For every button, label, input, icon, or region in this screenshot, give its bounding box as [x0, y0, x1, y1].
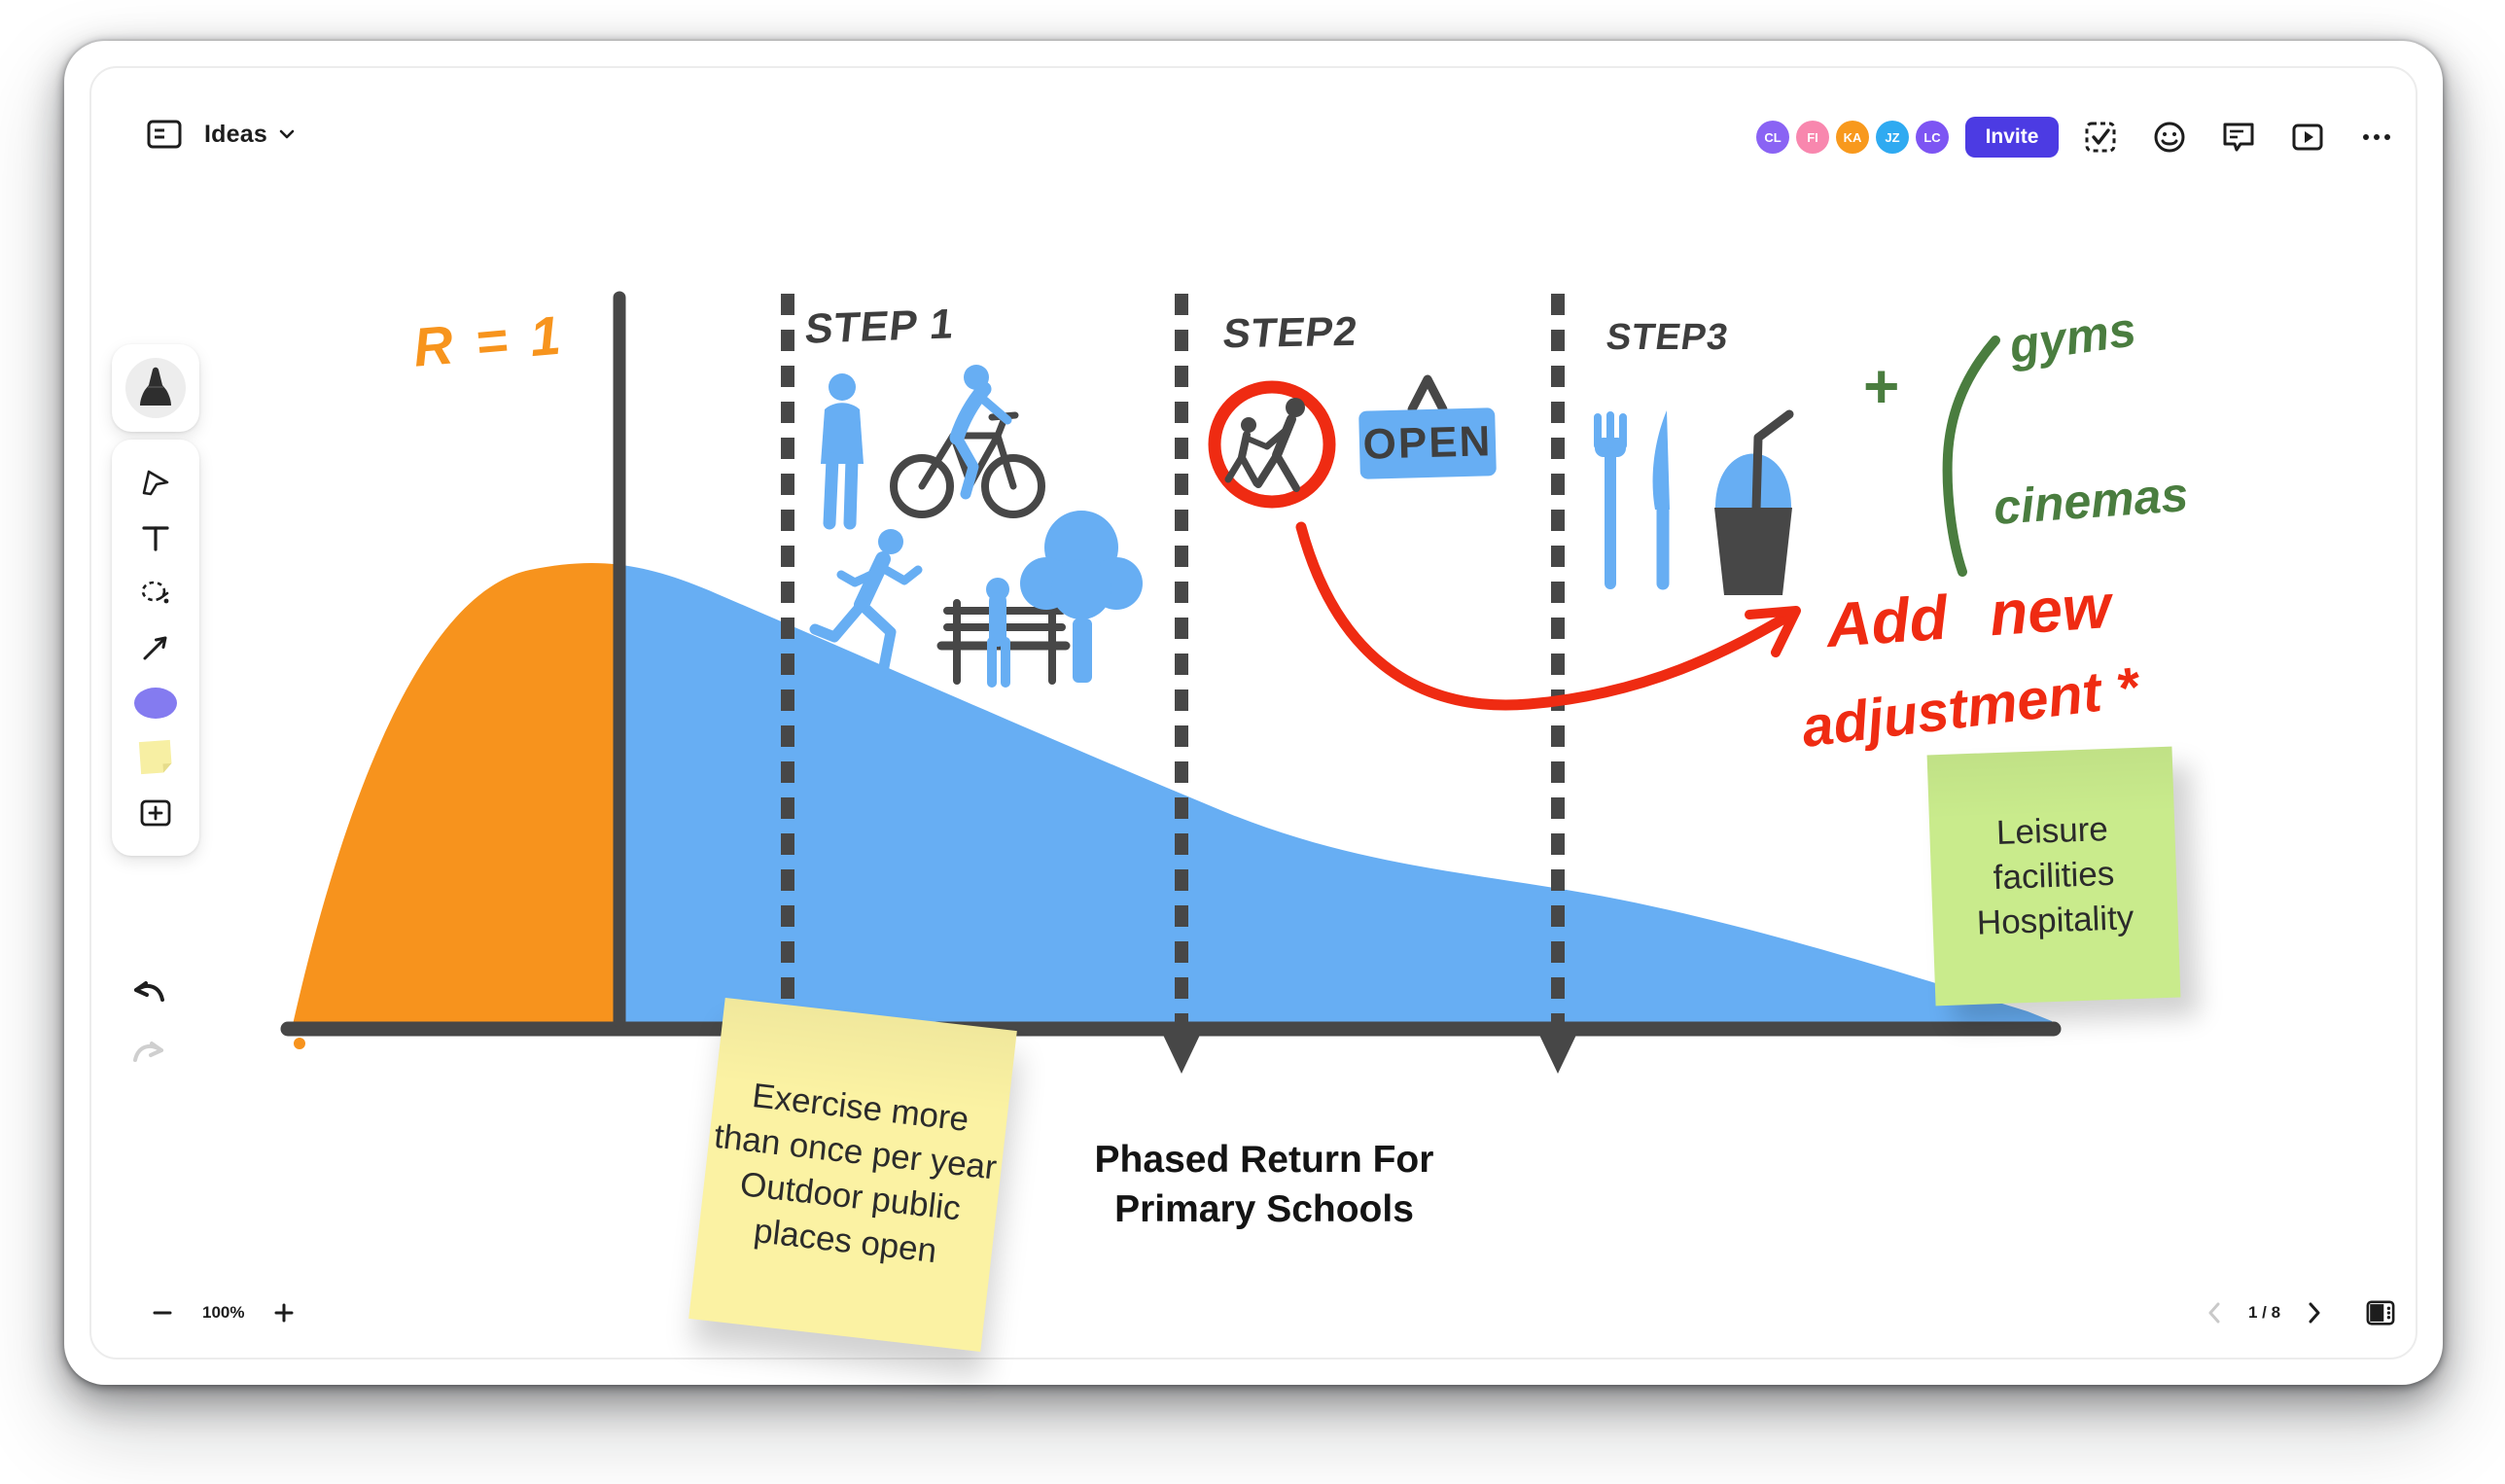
ellipsis-icon	[2363, 134, 2390, 140]
marker-tool-background	[125, 358, 186, 418]
runner-icon[interactable]	[809, 529, 923, 678]
checklist-icon	[2085, 122, 2116, 153]
open-sign[interactable]: OPEN	[1358, 407, 1497, 479]
person-standing-icon[interactable]	[821, 373, 864, 530]
avatar[interactable]: JZ	[1876, 121, 1909, 154]
sidebar-panel-icon	[2366, 1300, 2395, 1325]
active-tool-marker[interactable]	[112, 344, 199, 432]
avatar[interactable]: FI	[1796, 121, 1829, 154]
smiley-icon	[2154, 122, 2185, 153]
bench-person-icon[interactable]	[936, 578, 1071, 688]
redo-icon	[133, 1042, 163, 1062]
toggle-sidebar-button[interactable]	[2366, 1293, 2395, 1332]
zoom-level[interactable]: 100%	[202, 1303, 245, 1322]
arrow-connector-icon	[143, 636, 167, 660]
todo-checklist-button[interactable]	[2073, 117, 2128, 158]
x-axis[interactable]	[280, 1021, 2062, 1049]
chart-title-line1: Phased Return For	[1094, 1139, 1434, 1181]
r-equals-1-label[interactable]: R = 1	[410, 303, 567, 378]
play-icon	[2292, 124, 2323, 151]
ellipse-shape-icon	[134, 687, 177, 719]
text-tool[interactable]	[129, 514, 182, 561]
text-icon	[142, 526, 169, 551]
invite-button[interactable]: Invite	[1965, 117, 2059, 158]
step3-label[interactable]: STEP3	[1604, 317, 1732, 358]
main-menu-button[interactable]	[146, 119, 183, 150]
chart-title[interactable]: Phased Return For Primary Schools	[1060, 1136, 1468, 1234]
undo-icon	[134, 981, 164, 1002]
green-brace[interactable]	[1942, 336, 2000, 577]
minus-icon	[153, 1311, 172, 1315]
epidemic-curve[interactable]	[292, 563, 2052, 1029]
school-crossing-sign[interactable]	[1208, 380, 1336, 509]
step2-label[interactable]: STEP2	[1220, 307, 1361, 357]
chevron-left-icon	[2208, 1302, 2220, 1324]
board-name: Ideas	[204, 120, 267, 148]
marker-icon	[140, 367, 171, 406]
sign-hanger-icon	[1407, 374, 1448, 414]
plus-annotation[interactable]: +	[1863, 351, 1900, 421]
step3-axis-marker	[1538, 1033, 1577, 1074]
lasso-tool[interactable]	[129, 570, 182, 617]
chart-title-line2: Primary Schools	[1114, 1187, 1414, 1230]
more-options-button[interactable]	[2349, 117, 2404, 158]
open-sign-label: OPEN	[1362, 417, 1493, 469]
red-arrow[interactable]	[1295, 521, 1801, 711]
step2-axis-marker	[1162, 1033, 1201, 1074]
comment-icon	[2223, 123, 2254, 152]
chevron-right-icon	[2309, 1302, 2320, 1324]
board-name-dropdown[interactable]: Ideas	[204, 121, 295, 149]
redo-button[interactable]	[126, 1035, 175, 1078]
cyclist-icon[interactable]	[890, 365, 1045, 518]
present-button[interactable]	[2280, 117, 2335, 158]
connector-tool[interactable]	[129, 624, 182, 671]
avatar[interactable]: KA	[1836, 121, 1869, 154]
zoom-out-button[interactable]	[148, 1293, 177, 1332]
comments-button[interactable]	[2211, 117, 2266, 158]
shape-tool[interactable]	[129, 680, 182, 726]
sticky-note-icon	[138, 739, 172, 775]
axis-origin-dot	[294, 1038, 305, 1049]
select-tool[interactable]	[129, 460, 182, 507]
zoom-in-button[interactable]	[269, 1293, 299, 1332]
plus-icon	[274, 1303, 294, 1323]
avatar[interactable]: CL	[1756, 121, 1789, 154]
menu-icon	[147, 120, 182, 149]
section-tool[interactable]	[129, 790, 182, 836]
cursor-icon	[142, 470, 169, 495]
next-page-button[interactable]	[2300, 1293, 2329, 1332]
sticky-note-tool[interactable]	[129, 734, 182, 781]
step1-label[interactable]: STEP 1	[802, 300, 957, 353]
cutlery-icon[interactable]	[1594, 410, 1670, 590]
avatar[interactable]: LC	[1916, 121, 1949, 154]
sticky-note-exercise[interactable]: Exercise more than once per year Outdoor…	[688, 997, 1017, 1353]
chevron-down-icon	[279, 129, 295, 139]
frame-plus-icon	[140, 799, 171, 826]
sticky-note-leisure[interactable]: Leisure facilities Hospitality	[1926, 746, 2181, 1007]
page-indicator: 1 / 8	[2248, 1303, 2281, 1322]
reactions-button[interactable]	[2142, 117, 2197, 158]
lasso-icon	[141, 581, 169, 603]
previous-page-button[interactable]	[2200, 1293, 2229, 1332]
tree-icon[interactable]	[1020, 511, 1143, 683]
drink-icon[interactable]	[1714, 409, 1794, 595]
toolbar	[112, 440, 199, 856]
undo-button[interactable]	[126, 974, 175, 1017]
